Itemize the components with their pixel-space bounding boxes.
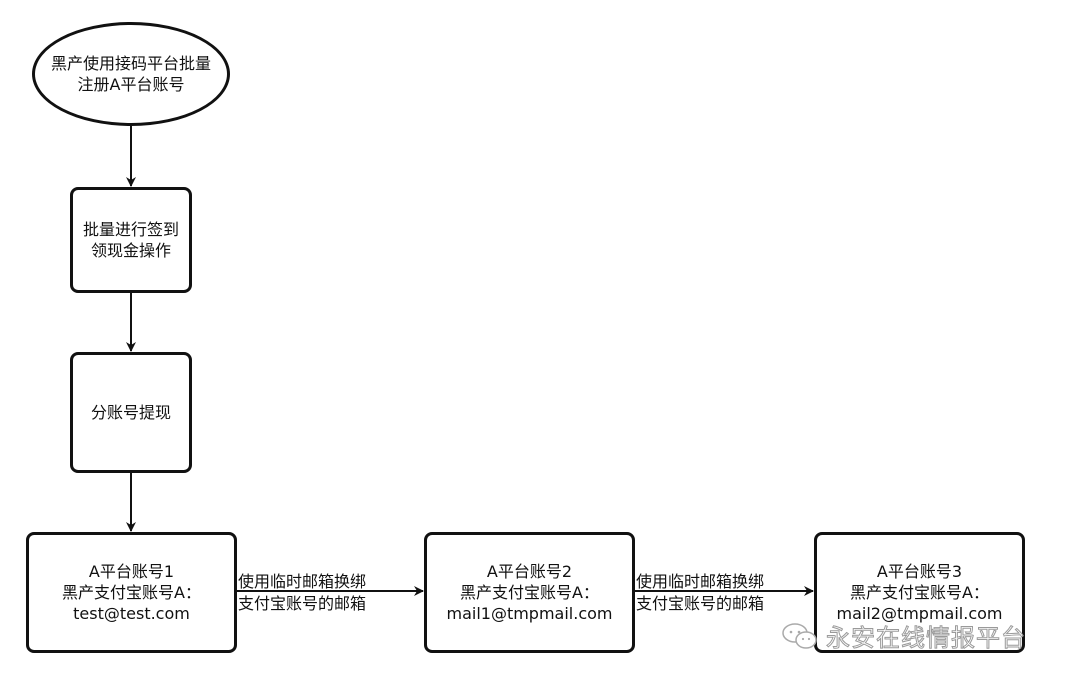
account1-node-title: A平台账号1 <box>88 562 175 581</box>
start-node: 黑产使用接码平台批量 注册A平台账号 <box>32 22 230 126</box>
account3-node-email: mail2@tmpmail.com <box>836 604 1003 623</box>
edge-label-account2-to-account3-line-1: 使用临时邮箱换绑 <box>636 572 765 591</box>
account2-node-title: A平台账号2 <box>486 562 573 581</box>
account2-node: A平台账号2 黑产支付宝账号A： mail1@tmpmail.com <box>424 532 635 653</box>
withdraw-node: 分账号提现 <box>70 352 192 473</box>
withdraw-node-line-1: 分账号提现 <box>90 403 171 422</box>
checkin-node-line-2: 领现金操作 <box>90 241 171 260</box>
watermark-text: 永安在线情报平台 <box>826 624 1026 653</box>
account3-node: A平台账号3 黑产支付宝账号A： mail2@tmpmail.com <box>814 532 1025 653</box>
account2-node-email: mail1@tmpmail.com <box>446 604 613 623</box>
account1-node-alipay-label: 黑产支付宝账号A： <box>62 583 201 602</box>
edge-label-account1-to-account2-line-2: 支付宝账号的邮箱 <box>238 594 367 613</box>
account1-node: A平台账号1 黑产支付宝账号A： test@test.com <box>26 532 237 653</box>
account3-node-alipay-label: 黑产支付宝账号A： <box>850 583 989 602</box>
account2-node-alipay-label: 黑产支付宝账号A： <box>460 583 599 602</box>
start-node-line-2: 注册A平台账号 <box>77 75 185 94</box>
account3-node-title: A平台账号3 <box>876 562 963 581</box>
checkin-node-line-1: 批量进行签到 <box>82 220 179 239</box>
edge-label-account1-to-account2-line-1: 使用临时邮箱换绑 <box>238 572 367 591</box>
edge-label-account2-to-account3-line-2: 支付宝账号的邮箱 <box>636 594 765 613</box>
start-node-line-1: 黑产使用接码平台批量 <box>50 54 211 73</box>
checkin-node: 批量进行签到 领现金操作 <box>70 187 192 293</box>
watermark: 永安在线情报平台 <box>780 618 1026 653</box>
wechat-icon <box>780 621 820 651</box>
account1-node-email: test@test.com <box>73 604 190 623</box>
